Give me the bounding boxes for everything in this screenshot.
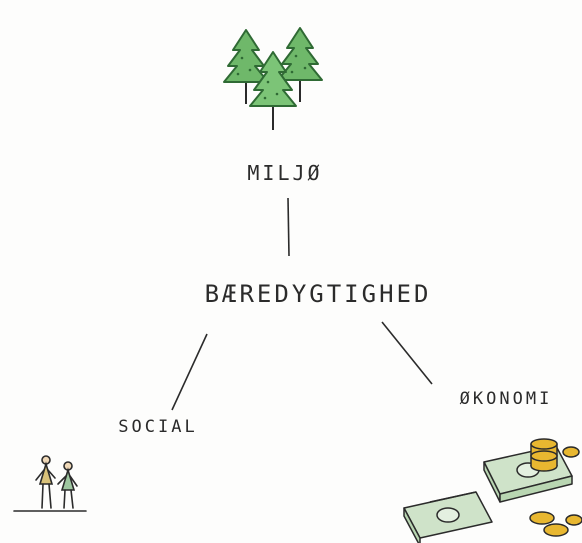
- connector-okonomi: [381, 321, 433, 385]
- connector-miljo: [287, 197, 290, 257]
- label-okonomi: ØKONOMI: [460, 389, 553, 409]
- trees-icon: [223, 27, 323, 130]
- money-icon: [403, 438, 582, 543]
- label-social: SOCIAL: [118, 417, 197, 437]
- label-miljo: MILJØ: [247, 161, 322, 185]
- people-icon: [13, 455, 87, 512]
- connector-social: [171, 333, 208, 411]
- label-baeredygtighed: BÆREDYGTIGHED: [205, 280, 432, 308]
